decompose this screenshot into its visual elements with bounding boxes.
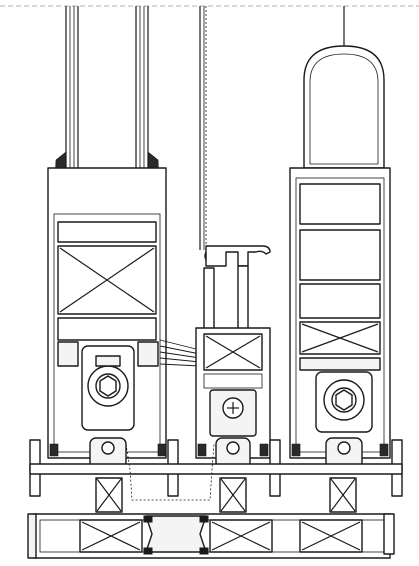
screw-head [209, 389, 257, 437]
hardware-cylinder-left [81, 345, 135, 431]
middle-interlock-profile [195, 6, 271, 469]
left-sash-profile [47, 6, 167, 469]
bottom-track-frame [27, 439, 403, 559]
brush-seal-left [159, 339, 201, 367]
right-sash-profile [289, 6, 391, 469]
hardware-cylinder-right [315, 371, 373, 433]
